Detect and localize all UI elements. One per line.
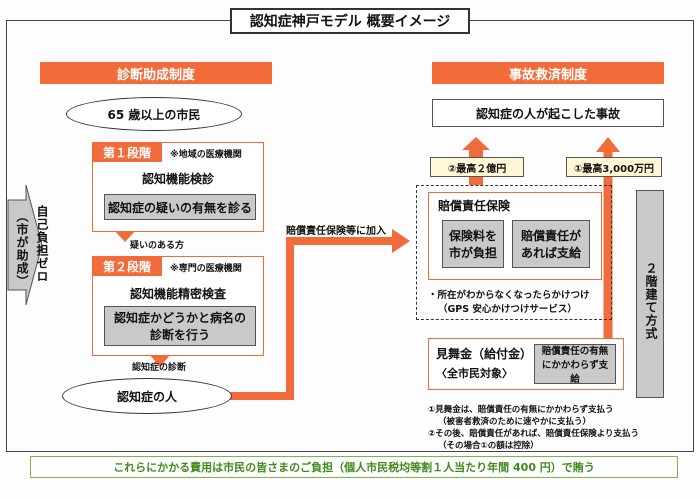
two-tier-label: ２階建て方式 bbox=[644, 262, 658, 340]
premium-box: 保険料を市が負担 bbox=[442, 220, 504, 268]
up-arrow-1-head bbox=[596, 137, 620, 152]
stage1-title: 認知機能検診 bbox=[141, 172, 214, 186]
stage1-note: ※地域の医療機関 bbox=[170, 150, 242, 160]
down-arrow-2 bbox=[150, 355, 170, 367]
two-tier-bar bbox=[636, 190, 664, 398]
connector-label: 賠償責任保険等に加入 bbox=[286, 226, 386, 237]
limit-2: ②最高２億円 bbox=[430, 157, 524, 177]
diagnosis-label: 認知症の診断 bbox=[132, 363, 187, 373]
side-city-subsidy: （市が助成） bbox=[15, 210, 29, 288]
note-2: （被害者救済のために速やかに支払う） bbox=[438, 417, 592, 427]
footer-cost-note: これらにかかる費用は市民の皆さまのご負担（個人市民税均等割１人当たり年間 400… bbox=[30, 456, 678, 478]
citizens-ellipse: 65 歳以上の市民 bbox=[66, 97, 242, 131]
stage1-label: 第１段階 bbox=[92, 142, 162, 162]
left-bracket-arrow bbox=[7, 184, 43, 306]
insurance-dashed-group bbox=[416, 185, 612, 320]
stage2-label: 第２段階 bbox=[92, 256, 162, 276]
stage1-desc: 認知症の疑いの有無を診る bbox=[104, 194, 256, 220]
limit-1: ①最高3,000万円 bbox=[566, 157, 662, 177]
benefit-box: 賠償責任の有無にかかわらず支給 bbox=[534, 344, 616, 385]
gps-line1: ・所在がわからなくなったらかけつけ bbox=[428, 290, 590, 301]
note-1: ①見舞金は、賠償責任の有無にかかわらず支払う bbox=[428, 405, 614, 415]
stage2-title: 認知機能精密検査 bbox=[129, 287, 226, 301]
accident-relief-header: 事故救済制度 bbox=[432, 62, 664, 84]
benefit-sub: 〈全市民対象〉 bbox=[436, 367, 513, 380]
accident-box: 認知症の人が起こした事故 bbox=[432, 99, 664, 127]
stage2-note: ※専門の医療機関 bbox=[170, 264, 242, 274]
note-3: ②その後、賠償責任があれば、賠償責任保険より支払う bbox=[428, 429, 640, 439]
liability-pay-box: 賠償責任があれば支給 bbox=[512, 220, 590, 268]
stage2-desc: 認知症かどうかと病名の診断を行う bbox=[104, 306, 256, 346]
insurance-title: 賠償責任保険 bbox=[438, 199, 511, 213]
person-ellipse: 認知症の人 bbox=[62, 378, 232, 414]
between-label: 疑いのある方 bbox=[130, 241, 185, 251]
connector-arrow bbox=[228, 237, 392, 400]
note-4: （その場合①の額は控除） bbox=[438, 441, 539, 451]
diagnosis-subsidy-header: 診断助成制度 bbox=[40, 62, 272, 84]
benefit-title: 見舞金（給付金） bbox=[436, 347, 533, 361]
gps-line2: （GPS 安心かけつけサービス） bbox=[438, 304, 577, 315]
side-zero-burden: 自己負担ゼロ bbox=[35, 205, 49, 283]
connector-arrow-head bbox=[392, 229, 410, 253]
down-arrow-1 bbox=[114, 230, 136, 242]
diagram-title: 認知症神戸モデル 概要イメージ bbox=[230, 8, 470, 34]
